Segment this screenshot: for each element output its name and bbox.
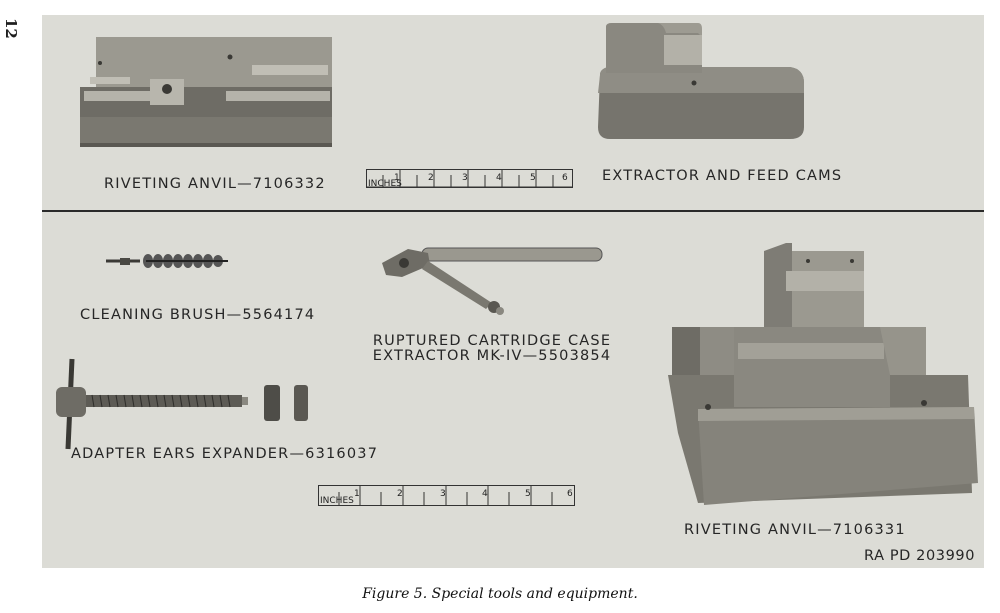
ruler-number: 1 — [354, 489, 360, 499]
label-adapter-ears-expander: ADAPTER EARS EXPANDER—6316037 — [71, 446, 379, 462]
ruler-number: 2 — [397, 489, 403, 499]
scale-ruler-bottom: INCHES 1 2 3 4 5 6 — [318, 485, 578, 513]
ruler-number: 4 — [496, 173, 502, 183]
ruler-number: 5 — [530, 173, 536, 183]
section-divider — [42, 210, 984, 212]
ruptured-cartridge-extractor-image — [382, 247, 603, 315]
ruler-unit-label: INCHES — [368, 179, 402, 189]
label-ruptured-cartridge-case: RUPTURED CARTRIDGE CASE — [372, 333, 612, 349]
ruler-number: 2 — [428, 173, 434, 183]
label-cleaning-brush: CLEANING BRUSH—5564174 — [80, 307, 316, 323]
label-extractor-mk-iv: EXTRACTOR MK-IV—5503854 — [372, 348, 612, 364]
riveting-anvil-7106331-image — [668, 243, 978, 505]
ruler-number: 6 — [562, 173, 568, 183]
ruler-number: 3 — [440, 489, 446, 499]
figure-plate: RIVETING ANVIL—7106332 INCHES 1 2 3 4 5 … — [42, 15, 984, 568]
ruler-number: 4 — [482, 489, 488, 499]
scale-ruler-top: INCHES 1 2 3 4 5 6 — [366, 169, 574, 197]
ruler-unit-label: INCHES — [320, 496, 354, 506]
ruler-number: 1 — [394, 173, 400, 183]
ruler-number: 5 — [525, 489, 531, 499]
label-riveting-anvil-7106332: RIVETING ANVIL—7106332 — [104, 176, 326, 192]
riveting-anvil-7106311-image — [598, 23, 804, 139]
label-riveting-anvil-7106331: RIVETING ANVIL—7106331 — [684, 522, 906, 538]
cleaning-brush-image — [106, 254, 228, 268]
adapter-ears-expander-image — [56, 358, 308, 450]
figure-caption: Figure 5. Special tools and equipment. — [362, 586, 638, 602]
plate-reference: RA PD 203990 — [864, 548, 976, 564]
ruler-number: 6 — [567, 489, 573, 499]
label-extractor-feed-cams: EXTRACTOR AND FEED CAMS — [602, 168, 843, 184]
ruler-number: 3 — [462, 173, 468, 183]
riveting-anvil-7106332-image — [80, 37, 332, 147]
page-number: 12 — [2, 18, 20, 39]
